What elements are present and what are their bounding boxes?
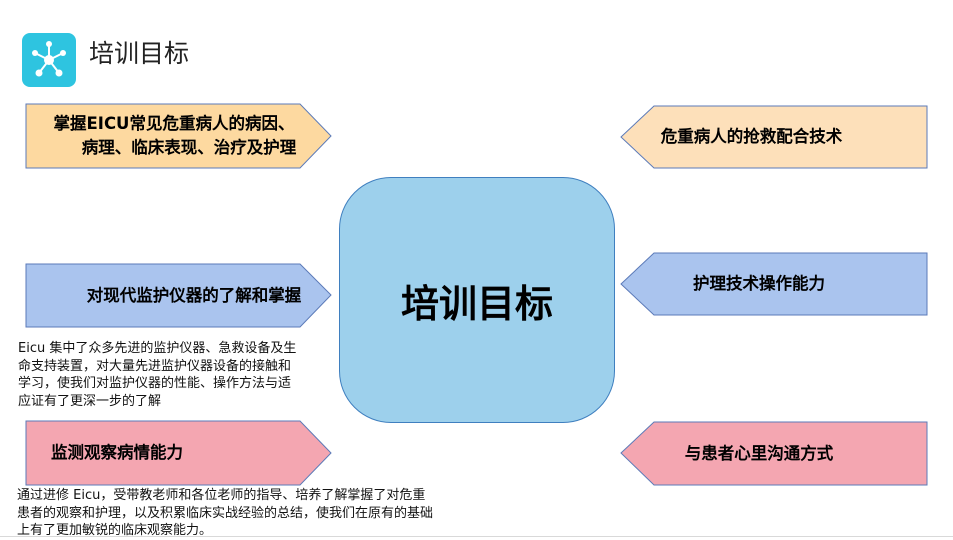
arrow-shape — [25, 103, 332, 169]
note-line: 通过进修 Eicu，受带教老师和各位老师的指导、培养了解掌握了对危重 — [17, 488, 426, 503]
goal-label: 与患者心里沟通方式 — [684, 443, 834, 463]
goal-label: 监测观察病情能力 — [51, 443, 183, 462]
divider — [0, 536, 953, 537]
arrow-shape — [620, 252, 928, 316]
arrow-shape — [25, 263, 332, 328]
center-topic-label: 培训目标 — [400, 281, 553, 326]
goal-label: 危重病人的抢救配合技术 — [660, 127, 843, 146]
goal-label: 护理技术操作能力 — [693, 274, 825, 293]
goal-arrow-rescue: 危重病人的抢救配合技术 — [620, 105, 928, 169]
goal-label: 对现代监护仪器的了解和掌握 — [86, 285, 302, 305]
arrow-shape — [620, 105, 928, 169]
observe-note: 通过进修 Eicu，受带教老师和各位老师的指导、培养了解掌握了对危重 患者的观察… — [17, 487, 487, 540]
goal-label-line2: 病理、临床表现、治疗及护理 — [81, 138, 297, 157]
note-line: 患者的观察和护理，以及积累临床实战经验的总结，使我们在原有的基础 — [17, 505, 434, 521]
page-title: 培训目标 — [89, 39, 190, 68]
center-topic-box: 培训目标 — [339, 177, 615, 423]
note-line: 上有了更加敏锐的临床观察能力。 — [17, 523, 213, 538]
goal-arrow-skills: 护理技术操作能力 — [620, 252, 928, 316]
arrow-shape — [25, 420, 332, 486]
note-line: 学习，使我们对监护仪器的性能、操作方法与适 — [18, 376, 292, 391]
note-line: 命支持装置，对大量先进监护仪器设备的接触和 — [18, 358, 292, 374]
note-line: Eicu 集中了众多先进的监护仪器、急救设备及生 — [18, 341, 297, 356]
goal-arrow-monitor: 对现代监护仪器的了解和掌握 — [25, 263, 333, 328]
logo — [22, 33, 76, 87]
goal-arrow-etiology: 掌握EICU常见危重病人的病因、 病理、临床表现、治疗及护理 — [25, 103, 333, 169]
goal-label-line1: 掌握EICU常见危重病人的病因、 — [53, 114, 295, 133]
goal-arrow-observe: 监测观察病情能力 — [25, 420, 333, 486]
goal-arrow-communication: 与患者心里沟通方式 — [620, 421, 928, 486]
network-nodes-icon — [32, 41, 66, 77]
monitor-note: Eicu 集中了众多先进的监护仪器、急救设备及生 命支持装置，对大量先进监护仪器… — [18, 340, 338, 410]
arrow-shape — [620, 421, 928, 486]
note-line: 应证有了更深一步的了解 — [18, 393, 162, 409]
